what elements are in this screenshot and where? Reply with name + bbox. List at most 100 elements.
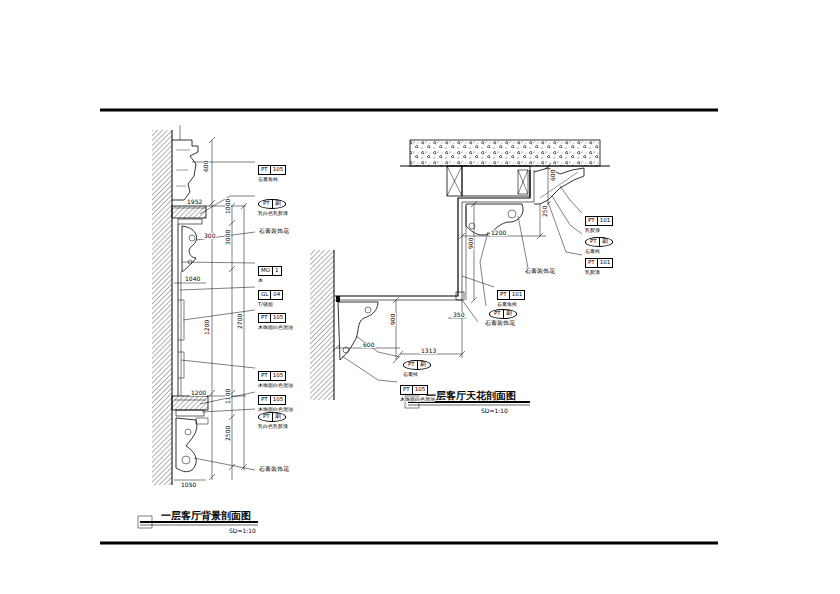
dimension: 1200 — [490, 230, 507, 236]
tag-box: PT105 — [400, 385, 428, 395]
material-tag: GL04T/镜面 — [258, 283, 283, 307]
drawing-title: 一层客厅背景剖面图 — [160, 511, 252, 521]
material-tag: PT101 乳胶漆 — [585, 251, 613, 275]
material-tag: PT刷乳白色乳胶漆 — [258, 405, 288, 429]
material-note: 木饰面白色混油 — [258, 383, 293, 388]
tag-code: PT — [401, 386, 412, 394]
dimension: 600 — [550, 169, 556, 182]
material-note: 木 — [258, 278, 282, 283]
tag-number: 105 — [270, 396, 286, 404]
material-note: 乳胶漆 — [585, 228, 613, 233]
dimension: 250 — [542, 205, 548, 218]
tag-box: PT101 — [497, 290, 525, 300]
tag-box: MO1 — [258, 266, 282, 276]
tag-number: 101 — [597, 217, 613, 225]
tag-number: 04 — [270, 291, 282, 299]
material-note: 石膏装饰花 — [258, 228, 290, 234]
material-note: 木饰面白色混油 — [258, 325, 293, 330]
tag-circle: PT刷 — [403, 360, 431, 370]
dimension: 1000 — [225, 198, 231, 215]
tag-code: PT — [259, 166, 270, 174]
dimension: 1100 — [225, 388, 231, 405]
dimension: 600 — [203, 160, 209, 173]
dimension: 1050 — [180, 482, 197, 488]
tag-code: PT — [406, 361, 417, 369]
material-note: 石膏线 — [403, 372, 431, 377]
drawing-title: 一层客厅天花剖面图 — [425, 391, 517, 401]
material-tag: PT101 石膏角线 — [497, 283, 525, 307]
material-note: 石膏角线 — [497, 302, 525, 307]
material-tag: MO1 木 — [258, 259, 282, 283]
material-note: 石膏装饰花 — [484, 320, 516, 326]
tag-code: PT — [492, 310, 503, 318]
tag-circle: PT刷 — [489, 309, 517, 319]
material-tag: PT刷石膏线 — [403, 353, 431, 377]
material-note: 乳白色乳胶漆 — [258, 211, 288, 216]
tag-box: GL04 — [258, 290, 283, 300]
scale-note: SD=1:10 — [480, 408, 509, 414]
material-tag: PT101 乳胶漆 — [585, 209, 613, 233]
tag-number: 刷 — [272, 200, 283, 208]
tag-box: PT105 — [258, 313, 286, 323]
tag-code: PT — [586, 259, 597, 267]
dimension: 900 — [468, 237, 474, 250]
material-note: T/镜面 — [258, 302, 283, 307]
tag-number: 101 — [509, 291, 525, 299]
tag-number: 105 — [270, 372, 286, 380]
tag-number: 101 — [597, 259, 613, 267]
tag-code: PT — [261, 200, 272, 208]
material-note: 石膏线 — [585, 249, 613, 254]
material-note: 石膏角线 — [258, 177, 286, 182]
tag-number: 105 — [270, 166, 286, 174]
tag-code: PT — [588, 238, 599, 246]
scale-note: SD=1:10 — [228, 528, 257, 534]
material-note: 石膏装饰花 — [258, 466, 290, 472]
material-note: 乳胶漆 — [585, 270, 613, 275]
tag-code: PT — [259, 372, 270, 380]
tag-circle: PT刷 — [585, 237, 613, 247]
material-tag: PT105 木饰面白色混油 — [258, 388, 293, 412]
material-tag: PT刷乳白色乳胶漆 — [258, 192, 288, 216]
material-note: 乳白色乳胶漆 — [258, 424, 288, 429]
tag-code: PT — [259, 396, 270, 404]
material-tag: PT刷石膏线 — [585, 230, 613, 254]
tag-code: PT — [586, 217, 597, 225]
tag-code: PT — [259, 314, 270, 322]
dimension: 2500 — [225, 425, 231, 442]
tag-number: 刷 — [503, 310, 514, 318]
tag-code: MO — [259, 267, 272, 275]
tag-number: 刷 — [417, 361, 428, 369]
tag-circle: PT刷 — [258, 199, 286, 209]
tag-code: PT — [498, 291, 509, 299]
dimension: 3000 — [225, 229, 231, 246]
dimension: 900 — [390, 313, 396, 326]
tag-number: 1 — [272, 267, 281, 275]
dimension: 2700 — [237, 313, 243, 330]
material-note: 木饰面白色混油 — [258, 407, 293, 412]
tag-box: PT105 — [258, 371, 286, 381]
material-tag: PT105 石膏角线 — [258, 158, 286, 182]
tag-box: PT105 — [258, 165, 286, 175]
dimension: 600 — [362, 342, 375, 348]
dimension: 1313 — [420, 348, 437, 354]
dimension: 300 — [203, 233, 216, 239]
material-tag: PT105 木饰面白色混油 — [258, 364, 293, 388]
dimension: 350 — [452, 312, 465, 318]
tag-box: PT101 — [585, 216, 613, 226]
tag-code: GL — [259, 291, 270, 299]
tag-code: PT — [261, 413, 272, 421]
dimension: 1952 — [186, 199, 203, 205]
tag-number: 105 — [412, 386, 428, 394]
tag-number: 刷 — [272, 413, 283, 421]
material-note: 石膏装饰花 — [524, 268, 556, 274]
tag-circle: PT刷 — [258, 412, 286, 422]
tag-number: 105 — [270, 314, 286, 322]
dimension: 1200 — [190, 390, 207, 396]
material-tag: PT105 木饰面白色混油 — [258, 306, 293, 330]
dimension: 1040 — [184, 276, 201, 282]
dimension: 1200 — [204, 319, 210, 336]
tag-box: PT105 — [258, 395, 286, 405]
tag-box: PT101 — [585, 258, 613, 268]
tag-number: 刷 — [599, 238, 610, 246]
